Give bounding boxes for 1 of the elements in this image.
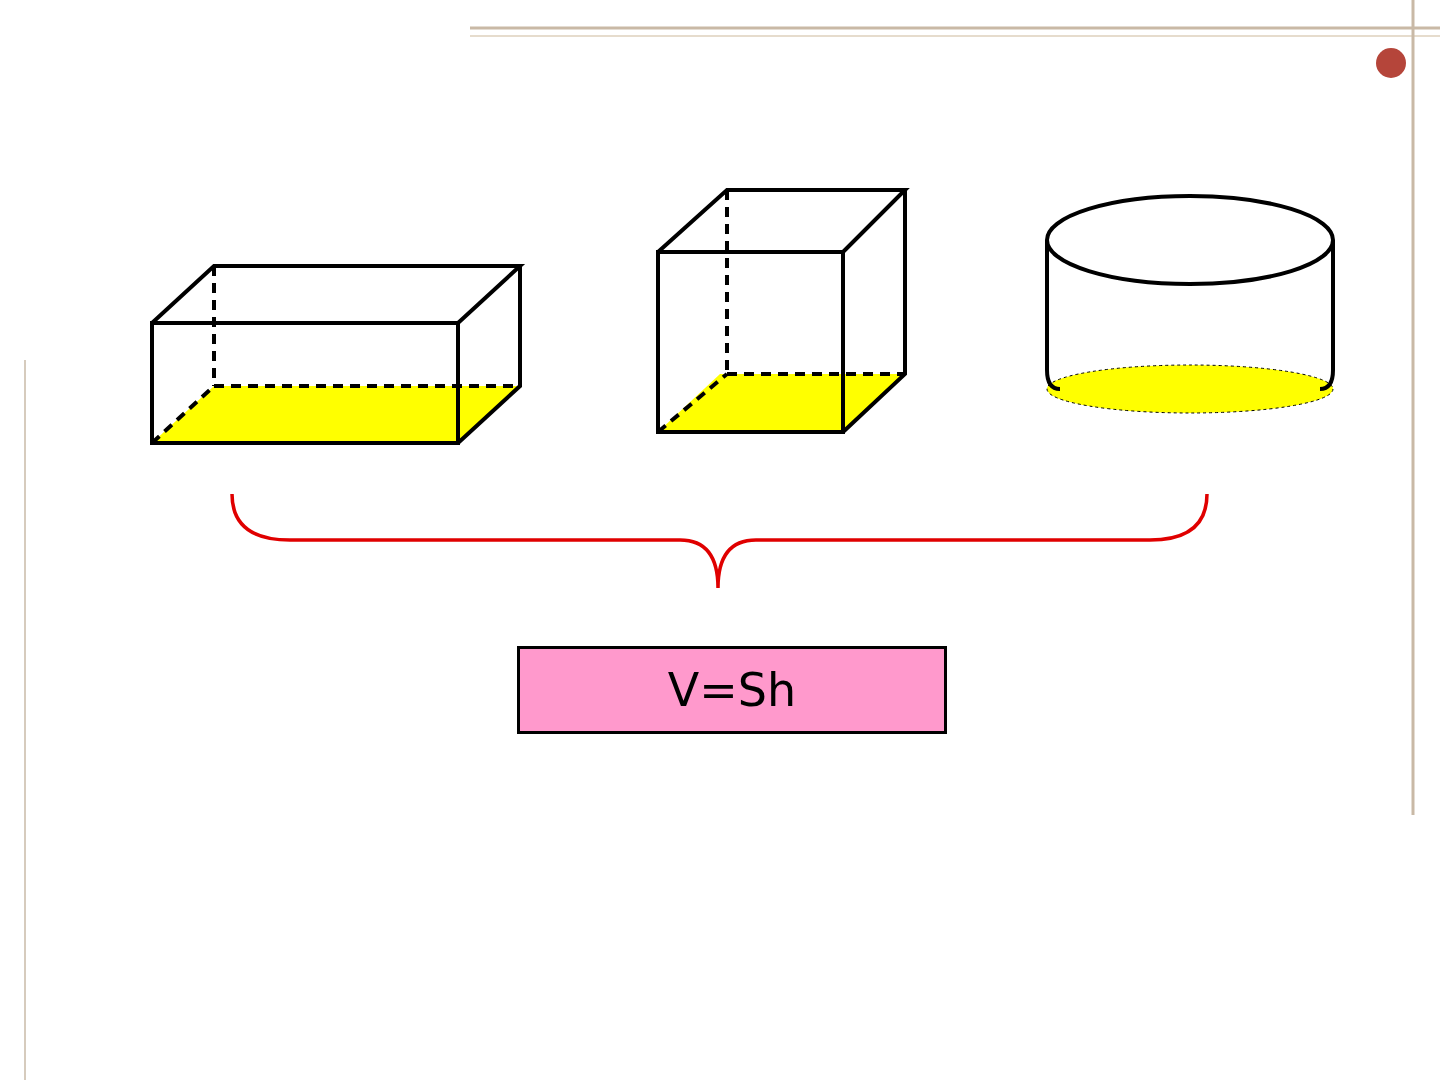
formula-box: V=Sh [517,646,947,734]
